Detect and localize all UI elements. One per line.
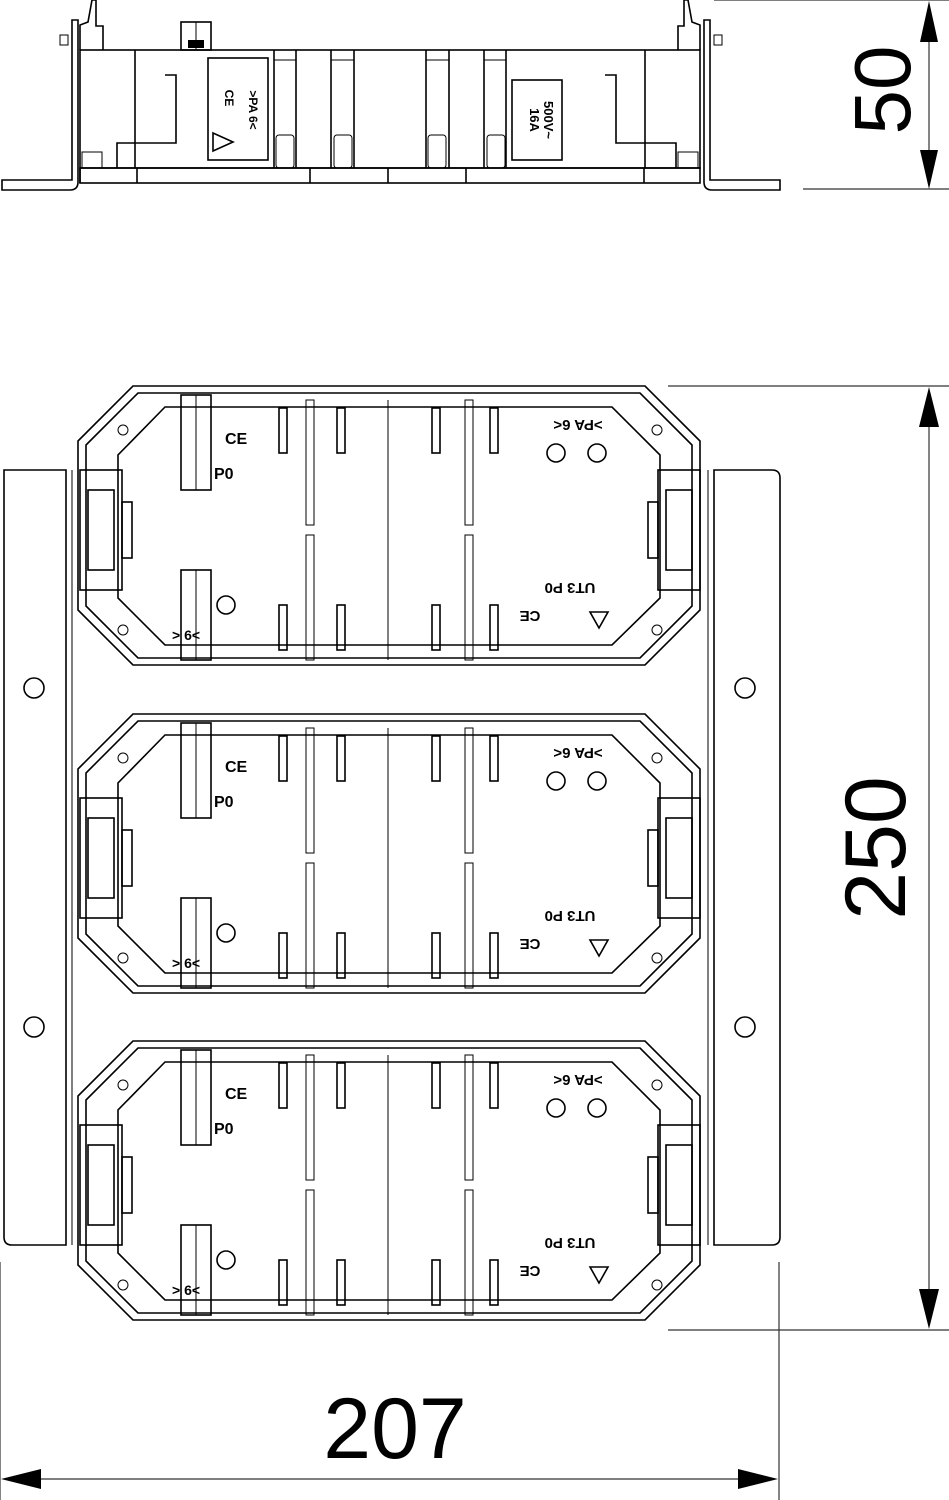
device-module-3: CE P0 > 6< >PA 6< UT3 P0 CE [77,1040,701,1321]
mounting-hole [23,1016,45,1038]
dimension-250-label: 250 [828,776,924,920]
pa6-mark: >PA 6< [553,744,602,761]
ce-mark: CE [225,431,248,448]
device-module-1: CE P0 > 6< >PA 6< UT3 P0 CE [77,385,701,666]
current-rating: 16A [527,108,542,132]
pa6-mark-partial: > 6< [172,955,200,971]
p0-code: P0 [214,1121,234,1138]
p0-code: P0 [214,794,234,811]
ut3-code: UT3 P0 [545,907,596,924]
pa6-mark: >PA 6< [553,1071,602,1088]
dimension-207: 207 [0,1262,780,1500]
right-mounting-plate [713,469,781,1246]
ce-mark: CE [225,759,248,776]
left-mounting-plate [3,469,67,1246]
ce-mark: CE [225,1086,248,1103]
pa6-mark-partial: > 6< [172,627,200,643]
ce-mark: CE [520,607,541,624]
ce-mark: CE [520,935,541,952]
dimension-50-label: 50 [838,46,927,135]
voltage-rating: 500V~ [541,101,556,139]
dimension-50: 50 [714,0,949,190]
pa6-mark: >PA 6< [553,416,602,433]
pa6-mark-partial: > 6< [172,1282,200,1298]
mounting-hole [23,677,45,699]
mounting-hole [734,677,756,699]
dimension-250: 250 [668,385,949,1331]
side-label-right: 500V~ 16A [511,79,563,161]
side-label-left: >PA 6< CE [207,57,269,161]
ce-mark: CE [222,90,236,107]
triangle-approval-icon [212,131,235,153]
ce-mark: CE [520,1262,541,1279]
ut3-code: UT3 P0 [545,579,596,596]
side-view: >PA 6< CE 500V~ 16A 50 [1,0,949,191]
top-view: CE P0 > 6< >PA 6< UT3 P0 CE [0,385,949,1500]
p0-code: P0 [214,466,234,483]
ut3-code: UT3 P0 [545,1234,596,1251]
pa6-mark: >PA 6< [246,90,260,129]
mounting-hole [734,1016,756,1038]
device-module-2: CE P0 > 6< >PA 6< UT3 P0 CE [77,713,701,994]
dimension-207-label: 207 [323,1381,467,1477]
